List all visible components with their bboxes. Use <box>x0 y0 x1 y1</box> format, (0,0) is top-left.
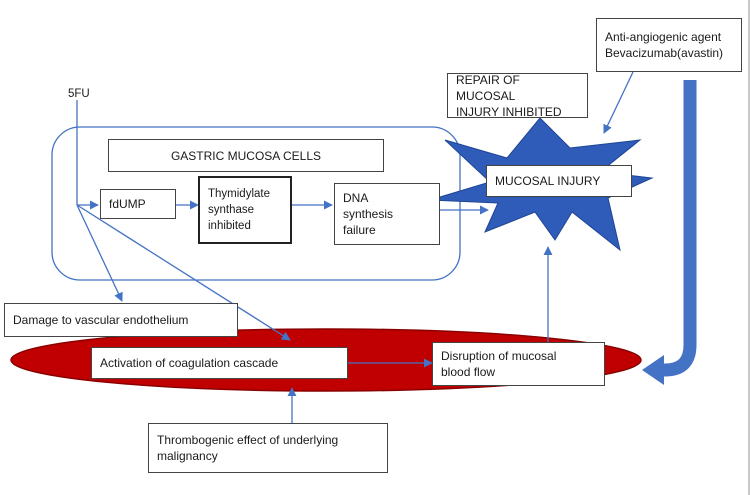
thrombogenic-box: Thrombogenic effect of underlying malign… <box>148 423 388 473</box>
damage-endothelium-box: Damage to vascular endothelium <box>4 303 238 337</box>
arrow-antiangio-injury <box>603 71 634 134</box>
thymidylate-box: Thymidylate synthase inhibited <box>198 176 292 244</box>
gastric-cells-box: GASTRIC MUCOSA CELLS <box>108 139 384 172</box>
frame-edge <box>748 0 750 495</box>
repair-inhibited-box: REPAIR OF MUCOSAL INJURY INHIBITED <box>447 73 588 119</box>
fdump-box: fdUMP <box>100 189 176 219</box>
disruption-blood-flow-box: Disruption of mucosal blood flow <box>432 342 605 386</box>
arrow-fu-coagulation <box>76 204 291 341</box>
big-curved-arrow <box>660 80 697 377</box>
gastric-cell-container <box>51 126 461 281</box>
coagulation-box: Activation of coagulation cascade <box>91 347 348 379</box>
big-curved-arrow-head <box>642 355 664 385</box>
anti-angiogenic-box: Anti-angiogenic agent Bevacizumab(avasti… <box>596 18 742 72</box>
arrow-fu-damage <box>76 204 123 302</box>
mucosal-injury-box: MUCOSAL INJURY <box>486 165 632 197</box>
fu-label: 5FU <box>68 88 90 100</box>
dna-failure-box: DNA synthesis failure <box>334 183 440 245</box>
